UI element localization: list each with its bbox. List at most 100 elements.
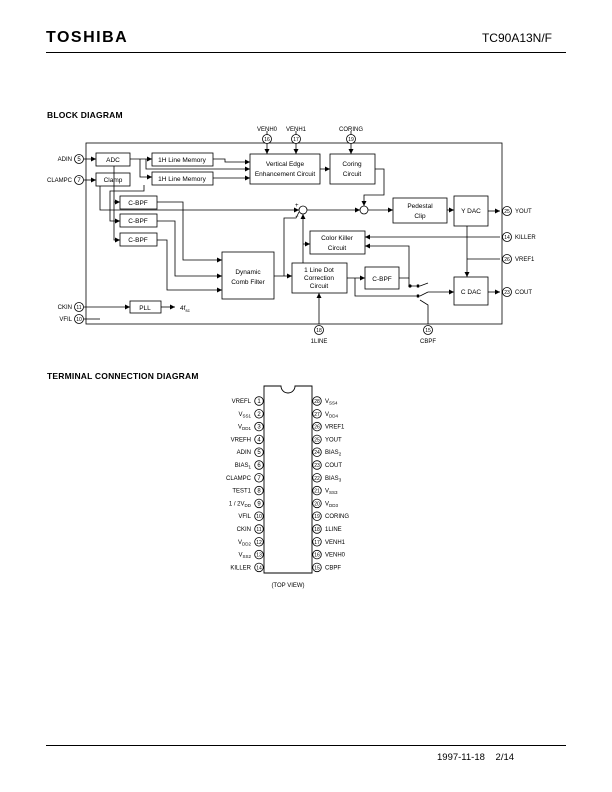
pin-yout: 25 YOUT	[502, 206, 532, 216]
pin-number-circle	[312, 537, 322, 547]
pin-label: VFIL	[238, 514, 251, 520]
cbpf-1-block	[119, 195, 158, 210]
svg-text:5: 5	[77, 157, 81, 163]
pin-number-circle	[312, 434, 322, 445]
pin-number: 16	[314, 553, 320, 559]
pin-number: 27	[314, 412, 320, 418]
svg-text:11: 11	[76, 305, 81, 311]
adc-block	[95, 152, 131, 167]
footer: 1997-11-18 2/14	[437, 752, 522, 763]
pin-label: VDD1	[238, 425, 252, 432]
pin-cout: 23 COUT	[502, 287, 532, 297]
plus-sign: +	[295, 203, 299, 209]
pin-number-circle	[312, 473, 322, 483]
pin-ckin: 11 CKIN	[58, 302, 84, 312]
clamp-label: Clamp	[104, 177, 123, 184]
dip-pin-26: 26 VREF1	[312, 421, 345, 432]
dip-pin-17: 17 VENH1	[312, 537, 346, 547]
pin-label: VREF1	[325, 425, 345, 431]
clamp-block	[95, 172, 131, 187]
pin-label: VREFL	[232, 399, 252, 405]
pin-label: 1LINE	[325, 527, 342, 533]
pin-number-circle	[312, 511, 322, 521]
cbpf-3-block	[119, 232, 158, 247]
pin-cbpf: 15 CBPF	[420, 325, 436, 345]
pin-label: VSS1	[238, 412, 251, 419]
pin-number: 26	[314, 425, 320, 431]
pin-label: BIAS3	[325, 476, 342, 483]
color-killer-block	[309, 230, 366, 255]
pin-number-circle	[312, 498, 322, 509]
pin-label: BIAS2	[325, 450, 342, 457]
color-killer-label-2: Circuit	[328, 245, 347, 252]
pin-label: TEST1	[232, 489, 251, 495]
c-dac-label: C DAC	[461, 289, 482, 296]
svg-text:15: 15	[425, 328, 431, 334]
pin-label: BIAS1	[235, 463, 252, 470]
block-diagram-pins: 5 ADIN 7 CLAMPC 11 CKIN 10 VFIL 16 VENH0…	[47, 127, 536, 345]
pin-number-circle	[312, 524, 322, 534]
ic-body	[263, 385, 313, 574]
pin-number: 25	[314, 437, 320, 443]
pin-label: CLAMPC	[226, 476, 252, 482]
pin-killer: 14 KILLER	[502, 232, 536, 242]
pin-label: VSS4	[325, 399, 338, 406]
svg-text:KILLER: KILLER	[515, 235, 536, 241]
pin-coring: 19 CORING	[339, 127, 363, 144]
pin-adin: 5 ADIN	[58, 154, 84, 164]
dip-pin-6: 6 BIAS1	[235, 460, 264, 470]
pin-label: YOUT	[325, 437, 342, 443]
dip-pin-10: 10 VFIL	[238, 511, 264, 521]
pin-number: 7	[257, 476, 261, 482]
pin-label: VENH0	[325, 553, 346, 559]
pin-number: 9	[257, 501, 261, 507]
pedestal-clip-block	[392, 197, 448, 224]
pin-number-circle	[312, 447, 322, 457]
coring-label-1: Coring	[342, 161, 362, 168]
pin-number-circle	[254, 511, 264, 521]
dip-package	[263, 385, 313, 574]
cbpf-2-block	[119, 213, 158, 228]
pin-number: 17	[314, 540, 320, 546]
svg-text:17: 17	[293, 137, 299, 143]
svg-text:14: 14	[504, 235, 510, 241]
pin-vfil: 10 VFIL	[59, 314, 84, 324]
brand-logo: TOSHIBA	[46, 29, 129, 46]
adder-signs: + −	[295, 203, 299, 220]
pin-number-circle	[254, 485, 264, 496]
pin-label: VSS3	[325, 489, 338, 496]
block-diagram-title: BLOCK DIAGRAM	[47, 110, 123, 120]
svg-text:VFIL: VFIL	[59, 317, 72, 323]
pin-number: 5	[257, 450, 261, 456]
pin-number: 8	[257, 489, 261, 495]
cbpf-out-label: C-BPF	[372, 276, 392, 283]
svg-text:23: 23	[504, 290, 510, 296]
svg-text:CBPF: CBPF	[420, 339, 436, 345]
pin-number: 6	[257, 463, 261, 469]
pin-label: VREFH	[231, 437, 251, 443]
pin-number-circle	[254, 549, 264, 560]
pin-number: 10	[256, 514, 262, 520]
svg-text:YOUT: YOUT	[515, 209, 532, 215]
pin-number: 28	[314, 399, 320, 405]
coring-label-2: Circuit	[343, 171, 362, 178]
pin-number-circle	[254, 460, 264, 470]
pin-venh0: 16 VENH0	[257, 127, 278, 144]
pin-label: VENH1	[325, 540, 346, 546]
dip-pin-16: 16 VENH0	[312, 549, 346, 560]
pin-number-circle	[312, 396, 322, 406]
c-dac-block	[453, 276, 489, 306]
line-memory-1-label: 1H Line Memory	[158, 157, 206, 164]
dynamic-comb-block	[221, 251, 275, 300]
pin-number: 15	[314, 565, 320, 571]
pin-label: COUT	[325, 463, 342, 469]
